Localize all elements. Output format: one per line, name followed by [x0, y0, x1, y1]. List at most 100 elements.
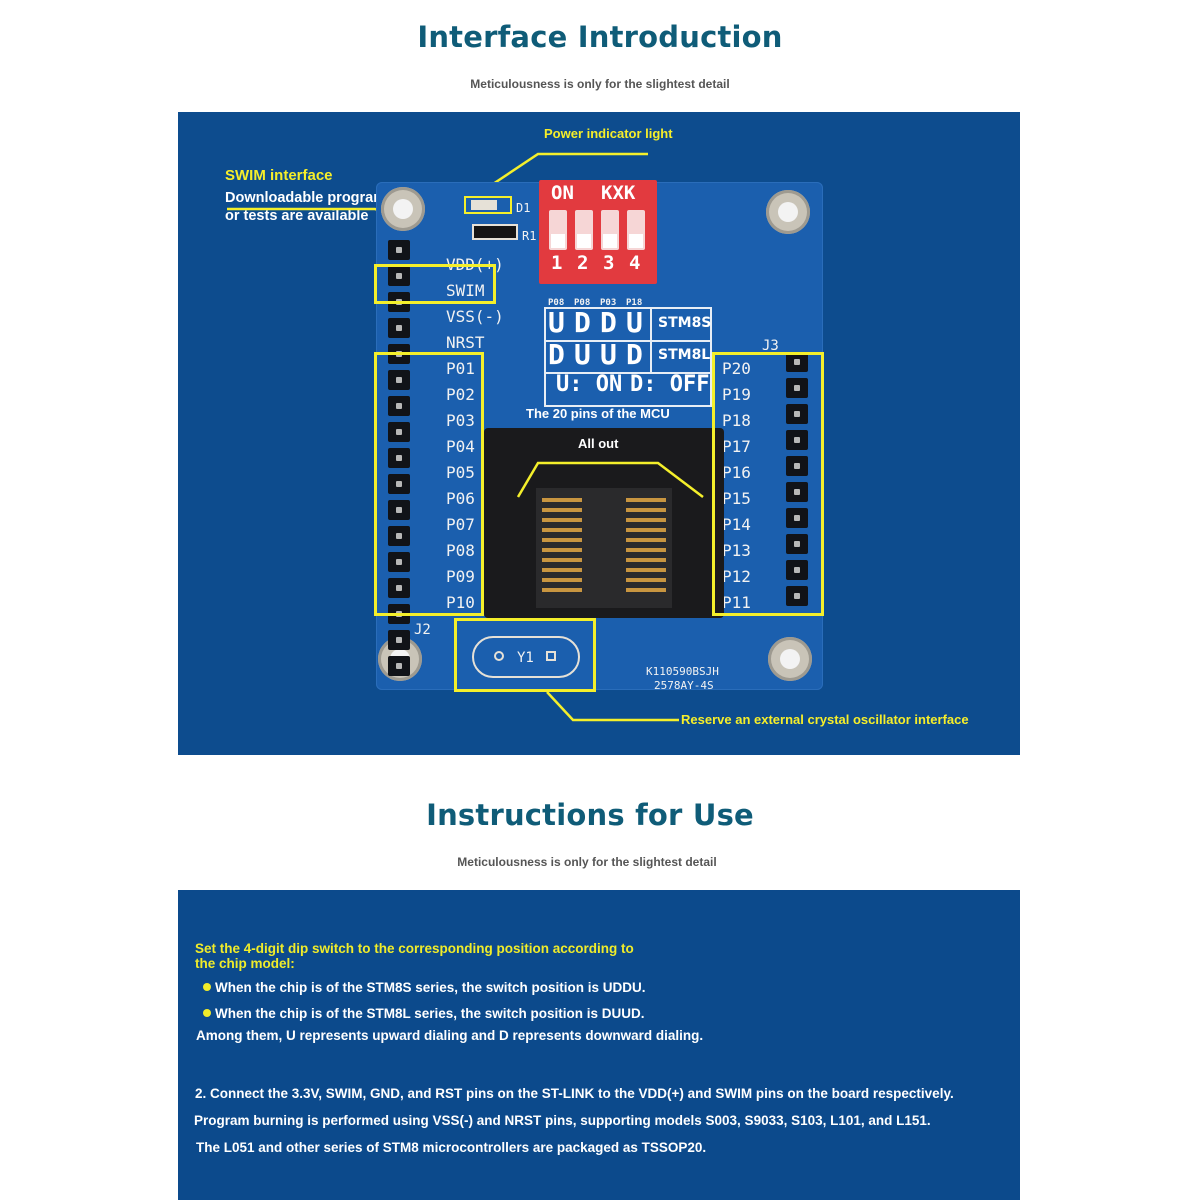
pin-header-right — [778, 352, 818, 612]
label-p03: P03 — [446, 411, 475, 430]
table-header-2: P08 — [574, 298, 591, 308]
crystal-pad — [494, 651, 504, 661]
callout-mcu-pins: The 20 pins of the MCU — [526, 406, 670, 421]
table-row-label-stm8l: STM8L — [658, 347, 711, 363]
header-pin — [388, 240, 410, 260]
label-p08: P08 — [446, 541, 475, 560]
dip-slot — [575, 210, 593, 250]
header-pin — [388, 500, 410, 520]
header-pin — [786, 560, 808, 580]
table-cell: U — [574, 338, 591, 371]
callout-swim-title: SWIM interface — [225, 167, 333, 184]
label-p06: P06 — [446, 489, 475, 508]
highlight-swim-pins — [374, 264, 496, 304]
callout-all-out: All out — [578, 436, 619, 451]
table-cell: D — [600, 306, 617, 339]
socket-contact — [626, 588, 666, 592]
pin-header-left — [380, 240, 420, 676]
highlight-left-pins — [374, 352, 484, 616]
led-highlight — [464, 196, 512, 214]
dip-knob — [603, 234, 617, 248]
socket-contact — [626, 538, 666, 542]
table-header-4: P18 — [626, 298, 643, 308]
header-pin — [388, 630, 410, 650]
header-pin — [786, 586, 808, 606]
board-illustration-panel: Power indicator light SWIM interface Dow… — [178, 112, 1020, 755]
instruction-step2-3: The L051 and other series of STM8 microc… — [196, 1140, 707, 1155]
callout-swim-desc-2: or tests are available — [225, 208, 369, 224]
highlight-right-pins — [712, 352, 824, 616]
socket-contact — [626, 508, 666, 512]
header-pin — [786, 404, 808, 424]
bullet-icon — [203, 1009, 211, 1017]
dip-knob — [577, 234, 591, 248]
crystal-pad — [546, 651, 556, 661]
socket-contact — [542, 568, 582, 572]
mount-hole — [768, 637, 812, 681]
header-pin — [786, 508, 808, 528]
table-cell: U — [600, 338, 617, 371]
header-pin — [388, 318, 410, 338]
table-cell: D — [574, 306, 591, 339]
dip-slot — [627, 210, 645, 250]
socket-contact — [626, 528, 666, 532]
resistor-label: R1 — [522, 229, 537, 243]
board-marking-1: K110590BSJH — [646, 665, 719, 678]
label-p20: P20 — [722, 359, 751, 378]
callout-swim-desc-1: Downloadable programs — [225, 190, 395, 206]
dip-number: 1 — [551, 252, 563, 274]
socket-contact — [542, 518, 582, 522]
header-pin — [388, 448, 410, 468]
table-legend-u: U: ON — [556, 372, 623, 397]
label-p02: P02 — [446, 385, 475, 404]
dip-slot — [549, 210, 567, 250]
dip-on-label: ON — [551, 182, 574, 204]
table-row-label-stm8s: STM8S — [658, 315, 712, 331]
header-pin — [786, 352, 808, 372]
header-pin — [388, 266, 410, 286]
dip-switch: ON KXK 1 2 3 4 — [539, 180, 657, 284]
tssop20-socket — [484, 428, 724, 618]
dip-knob — [629, 234, 643, 248]
header-pin — [388, 578, 410, 598]
header-pin — [786, 430, 808, 450]
table-legend-d: D: OFF — [630, 372, 710, 397]
section-subtitle: Meticulousness is only for the slightest… — [470, 77, 730, 91]
instruction-note: Among them, U represents upward dialing … — [196, 1028, 704, 1043]
table-cell: D — [626, 338, 643, 371]
resistor-component — [472, 224, 518, 240]
socket-contact — [626, 518, 666, 522]
switch-table — [544, 307, 712, 407]
label-j2: J2 — [414, 622, 431, 638]
instructions-panel: Set the 4-digit dip switch to the corres… — [178, 890, 1020, 1200]
callout-crystal-line — [546, 691, 679, 722]
mount-hole — [766, 190, 810, 234]
socket-contact — [542, 498, 582, 502]
header-pin — [786, 534, 808, 554]
mount-hole — [381, 187, 425, 231]
table-divider — [546, 340, 710, 342]
crystal-footprint — [472, 636, 580, 678]
dip-number: 2 — [577, 252, 589, 274]
label-p19: P19 — [722, 385, 751, 404]
label-p05: P05 — [446, 463, 475, 482]
table-header-1: P08 — [548, 298, 565, 308]
section-subtitle: Meticulousness is only for the slightest… — [457, 855, 717, 869]
instruction-bullet-2: When the chip is of the STM8L series, th… — [203, 1006, 645, 1021]
label-p11: P11 — [722, 593, 751, 612]
label-p17: P17 — [722, 437, 751, 456]
label-p07: P07 — [446, 515, 475, 534]
socket-contact — [542, 578, 582, 582]
header-pin — [388, 552, 410, 572]
socket-contact — [626, 568, 666, 572]
dip-slot — [601, 210, 619, 250]
instruction-step2-2: Program burning is performed using VSS(-… — [194, 1113, 931, 1128]
label-p01: P01 — [446, 359, 475, 378]
instruction-bullet-1-text: When the chip is of the STM8S series, th… — [215, 980, 646, 995]
instruction-intro-2: the chip model: — [195, 956, 295, 971]
socket-contact — [626, 548, 666, 552]
header-pin — [388, 526, 410, 546]
dip-brand-label: KXK — [601, 182, 636, 204]
callout-mcu-lines — [516, 461, 704, 498]
label-p10: P10 — [446, 593, 475, 612]
